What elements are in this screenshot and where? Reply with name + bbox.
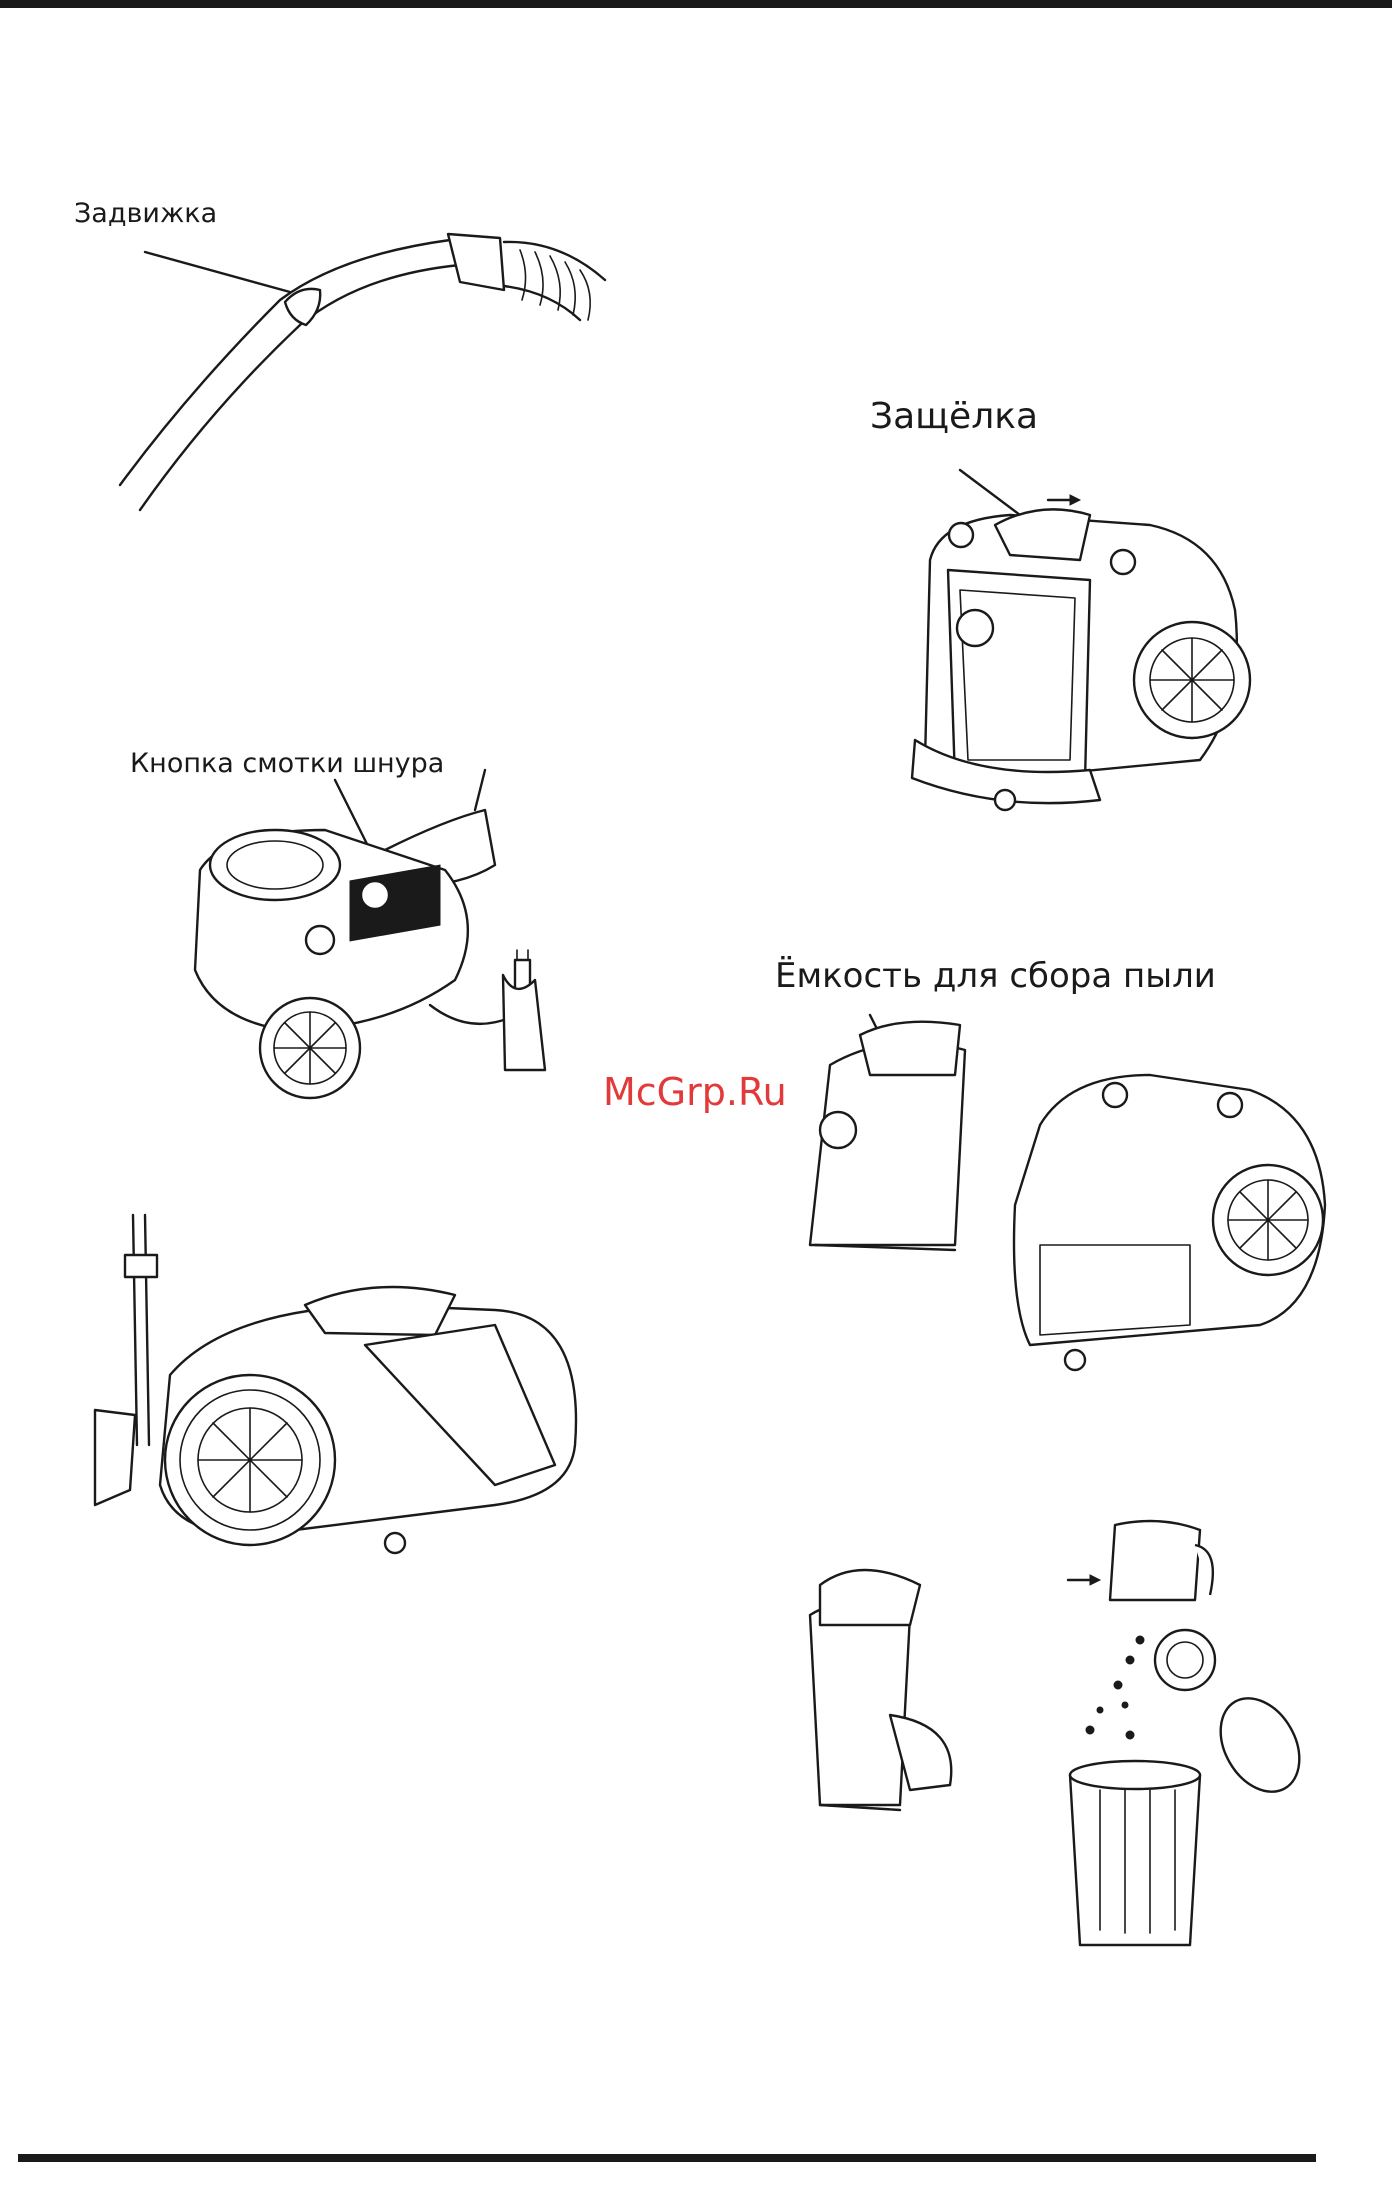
watermark: McGrp.Ru <box>603 1070 787 1114</box>
dust-container-figure <box>790 1005 1330 1375</box>
hose-slider-figure <box>110 220 620 520</box>
bottom-rule <box>18 2154 1316 2162</box>
vacuum-side-figure <box>75 1215 625 1555</box>
vacuum-latch-figure <box>900 440 1260 820</box>
emptying-container-figure <box>800 1505 1320 1955</box>
cord-rewind-figure <box>185 770 565 1090</box>
top-rule <box>0 0 1392 8</box>
latch-label: Защёлка <box>870 396 1038 437</box>
dust-container-label: Ёмкость для сбора пыли <box>775 956 1216 996</box>
